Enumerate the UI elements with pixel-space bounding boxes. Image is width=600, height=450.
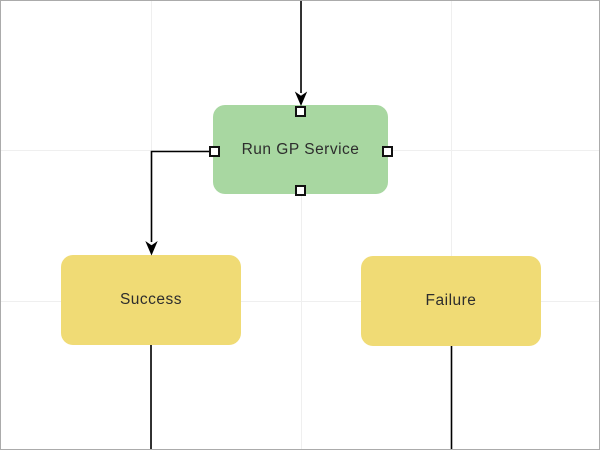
grid-line-vertical-3 <box>451 1 452 449</box>
selection-handle-left[interactable] <box>209 146 220 157</box>
node-failure[interactable]: Failure <box>361 256 541 346</box>
node-run-gp-service-label: Run GP Service <box>241 140 360 158</box>
node-success[interactable]: Success <box>61 255 241 345</box>
selection-handle-right[interactable] <box>382 146 393 157</box>
selection-handle-bottom[interactable] <box>295 185 306 196</box>
node-failure-label: Failure <box>425 292 477 309</box>
connector-run-gp-service-to-success[interactable] <box>145 150 209 256</box>
grid-line-vertical-2 <box>301 1 302 449</box>
selection-handle-top[interactable] <box>295 106 306 117</box>
node-run-gp-service[interactable]: Run GP Service <box>213 105 388 194</box>
node-success-label: Success <box>119 291 183 308</box>
grid-line-vertical-1 <box>151 1 152 449</box>
grid-line-horizontal-2 <box>1 301 599 302</box>
